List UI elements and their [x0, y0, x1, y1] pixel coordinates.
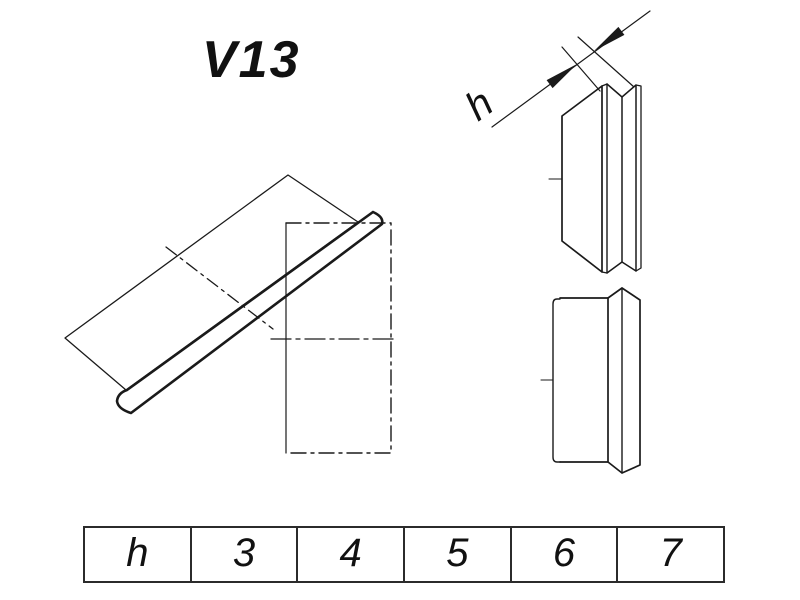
table-cell: 3	[189, 528, 297, 581]
blade-v-outer-edge	[635, 84, 642, 272]
main-isometric-view	[64, 174, 398, 454]
phantom-outline	[285, 222, 392, 454]
blade-v-near-face	[606, 83, 623, 274]
table-cell: 4	[296, 528, 403, 581]
blade-back-edge	[601, 83, 608, 274]
blade-strip	[115, 210, 384, 415]
blade-front-face	[561, 85, 603, 273]
table-cell-header: h	[126, 531, 149, 575]
blade-v-far-face	[621, 84, 637, 272]
blade-left-edge	[552, 298, 561, 463]
profile-view-upper	[548, 83, 642, 274]
dimension-label: h	[457, 81, 501, 130]
profile-view-lower	[540, 287, 641, 474]
extension-line-1	[561, 46, 601, 92]
size-table: h 3 4 5 6 7	[83, 526, 725, 583]
dimension-h: h	[457, 10, 651, 130]
blade-v-prism	[607, 287, 641, 474]
drawing-title: V13	[202, 31, 301, 89]
table-cell: 7	[616, 528, 723, 581]
center-line-diagonal	[165, 246, 274, 330]
dimension-arrow-right	[594, 26, 625, 51]
extension-line-2	[577, 36, 635, 88]
table-cell: 6	[509, 528, 617, 581]
blade-body	[559, 297, 609, 463]
dimension-arrow-left	[546, 64, 577, 89]
table-cell: 5	[403, 528, 510, 581]
